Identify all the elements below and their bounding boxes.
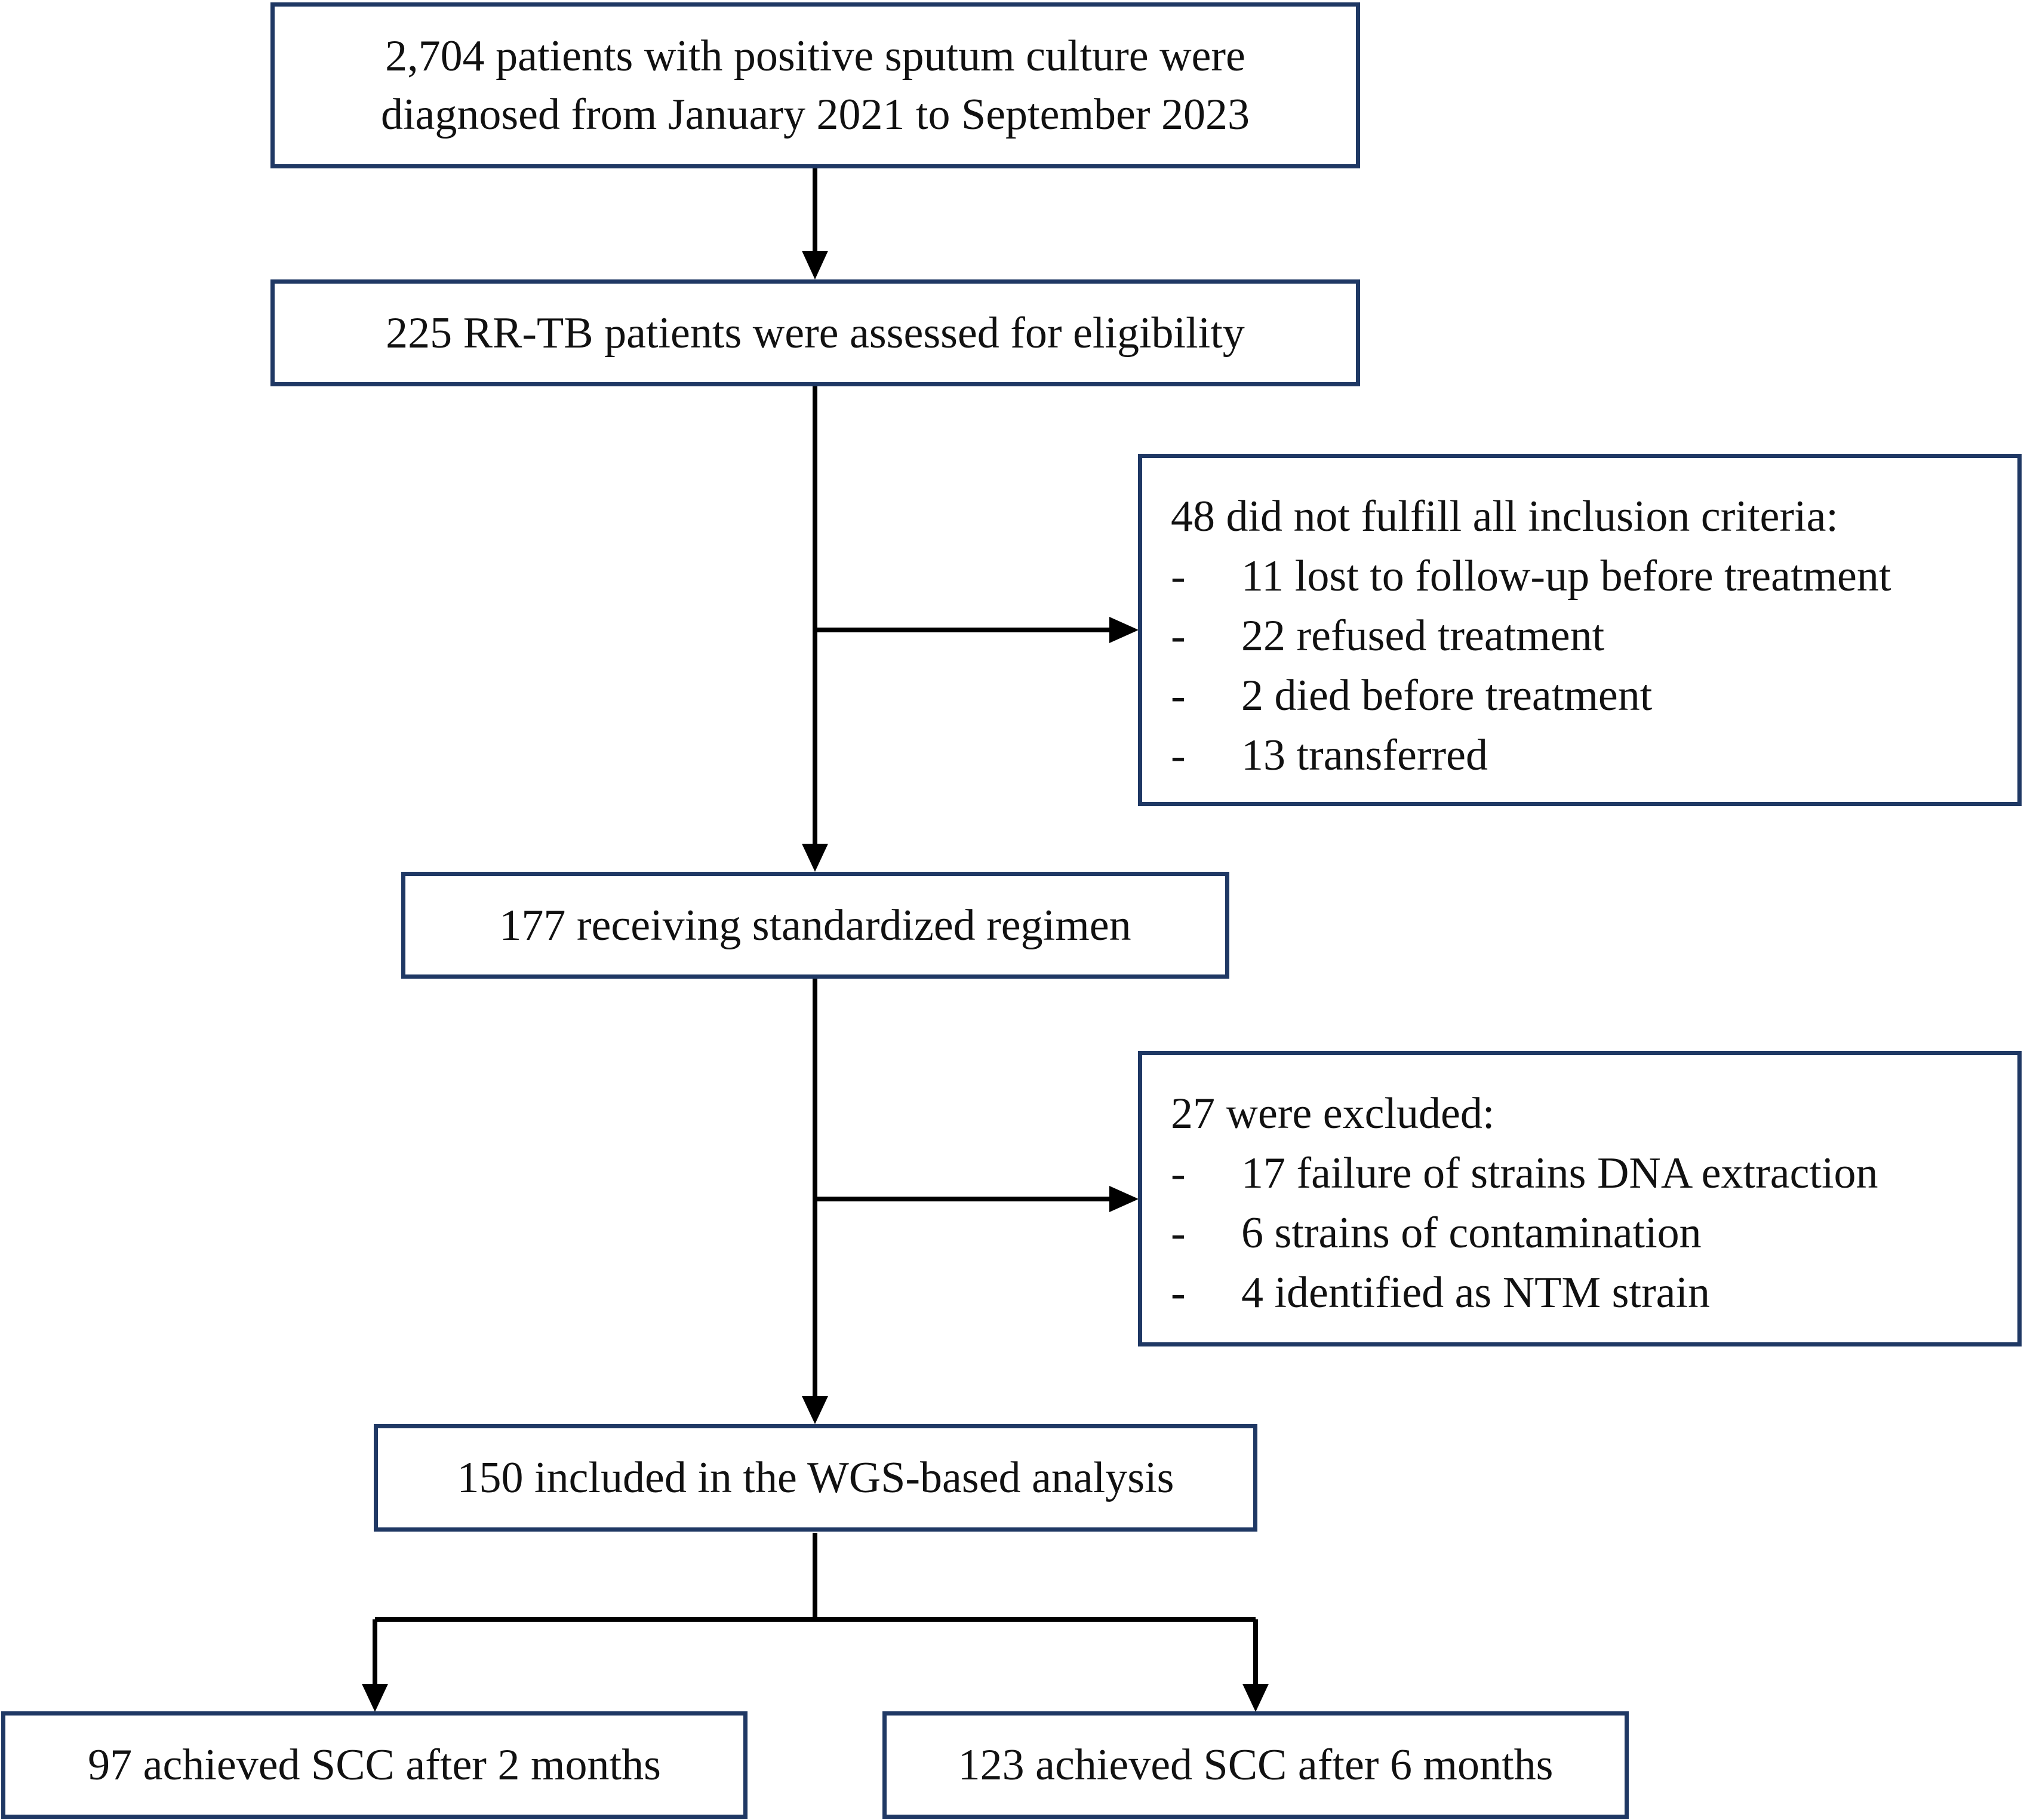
bullet-dash: - (1171, 1149, 1186, 1198)
box1-line-1: 2,704 patients with positive sputum cult… (385, 32, 1245, 81)
outcome-left-text: 97 achieved SCC after 2 months (88, 1741, 661, 1790)
list-item: -17 failure of strains DNA extraction (1171, 1143, 2017, 1203)
box-exclusion-inclusion-criteria: 48 did not fulfill all inclusion criteri… (1138, 454, 2022, 806)
arrowhead (1109, 1186, 1139, 1212)
arrowhead (802, 1396, 828, 1424)
list-item: -4 identified as NTM strain (1171, 1263, 2017, 1323)
arrowhead (1109, 617, 1139, 643)
bullet-dash: - (1171, 1209, 1186, 1258)
outcome-right-text: 123 achieved SCC after 6 months (958, 1741, 1554, 1790)
list-item: -22 refused treatment (1171, 606, 2017, 666)
box-sputum-culture: 2,704 patients with positive sputum cult… (270, 2, 1360, 168)
list-item: -2 died before treatment (1171, 666, 2017, 725)
box4-text: 150 included in the WGS-based analysis (457, 1453, 1174, 1502)
arrowhead (802, 844, 828, 872)
bullet-dash: - (1171, 671, 1186, 720)
exclusion1-heading: 48 did not fulfill all inclusion criteri… (1171, 492, 1838, 541)
list-item: -13 transferred (1171, 725, 2017, 785)
box-eligibility: 225 RR-TB patients were assessed for eli… (270, 279, 1360, 386)
exclusion2-heading: 27 were excluded: (1171, 1089, 1495, 1138)
bullet-dash: - (1171, 611, 1186, 660)
bullet-dash: - (1171, 552, 1186, 601)
box-standardized-regimen: 177 receiving standardized regimen (401, 872, 1229, 979)
list-item: -11 lost to follow-up before treatment (1171, 546, 2017, 606)
box3-text: 177 receiving standardized regimen (499, 900, 1131, 950)
list-item: -6 strains of contamination (1171, 1203, 2017, 1263)
arrowhead (1242, 1684, 1269, 1712)
box-exclusion-strains: 27 were excluded: -17 failure of strains… (1138, 1051, 2022, 1346)
box-wgs-analysis: 150 included in the WGS-based analysis (374, 1424, 1257, 1532)
bullet-dash: - (1171, 1268, 1186, 1317)
box-outcome-2-months: 97 achieved SCC after 2 months (1, 1711, 748, 1819)
box-outcome-6-months: 123 achieved SCC after 6 months (882, 1711, 1629, 1819)
arrowhead (362, 1684, 388, 1712)
box2-text: 225 RR-TB patients were assessed for eli… (386, 308, 1245, 358)
box1-line-2: diagnosed from January 2021 to September… (380, 90, 1250, 139)
arrowhead (802, 251, 828, 279)
bullet-dash: - (1171, 731, 1186, 780)
